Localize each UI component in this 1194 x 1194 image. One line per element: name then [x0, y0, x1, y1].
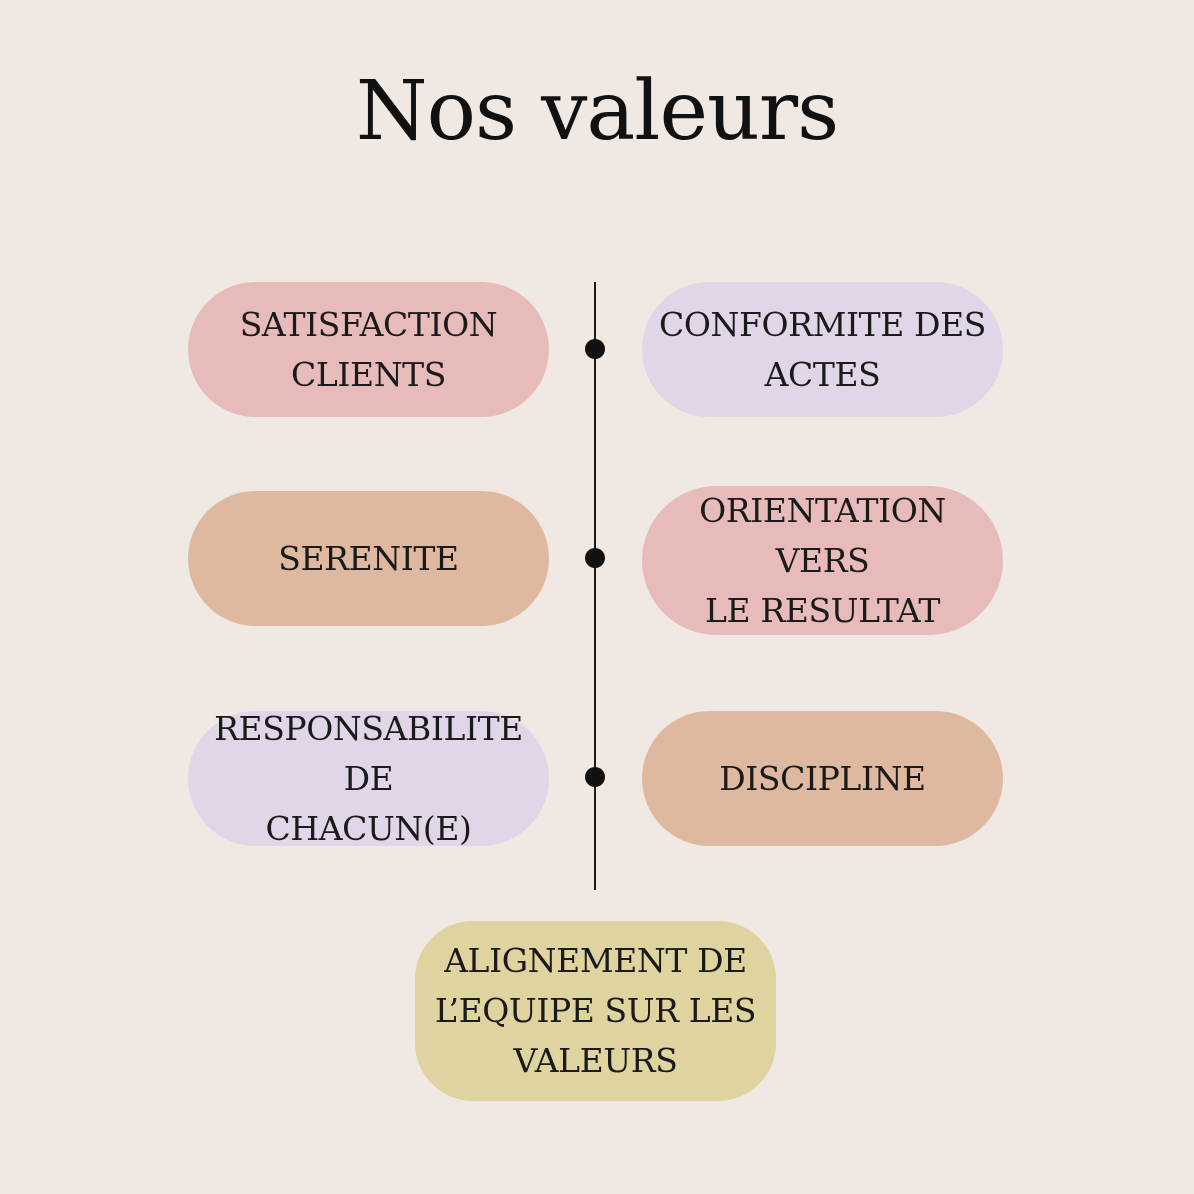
timeline-dot-row-1 — [585, 339, 605, 359]
value-satisfaction-clients: SATISFACTION CLIENTS — [188, 282, 549, 417]
value-alignement-equipe: ALIGNEMENT DE L’EQUIPE SUR LES VALEURS — [415, 921, 776, 1101]
value-label-conformite-des-actes: CONFORMITE DES ACTES — [659, 304, 986, 394]
diagram-title: Nos valeurs — [355, 64, 839, 159]
value-responsabilite-de-chacune: RESPONSABILITE DE CHACUN(E) — [188, 709, 549, 848]
timeline-dot-row-2 — [585, 548, 605, 568]
value-orientation-vers-le-resultat: ORIENTATION VERS LE RESULTAT — [642, 486, 1003, 635]
value-label-responsabilite-de-chacune: RESPONSABILITE DE CHACUN(E) — [214, 708, 523, 848]
value-discipline: DISCIPLINE — [642, 711, 1003, 846]
value-label-alignement-equipe: ALIGNEMENT DE L’EQUIPE SUR LES VALEURS — [434, 941, 757, 1080]
value-label-serenite: SERENITE — [278, 538, 459, 578]
timeline-line — [594, 282, 596, 890]
value-label-discipline: DISCIPLINE — [719, 758, 926, 798]
value-serenite: SERENITE — [188, 491, 549, 626]
timeline-dot-row-3 — [585, 767, 605, 787]
value-label-orientation-vers-le-resultat: ORIENTATION VERS LE RESULTAT — [699, 490, 946, 630]
value-conformite-des-actes: CONFORMITE DES ACTES — [642, 282, 1003, 417]
value-label-satisfaction-clients: SATISFACTION CLIENTS — [239, 304, 498, 394]
